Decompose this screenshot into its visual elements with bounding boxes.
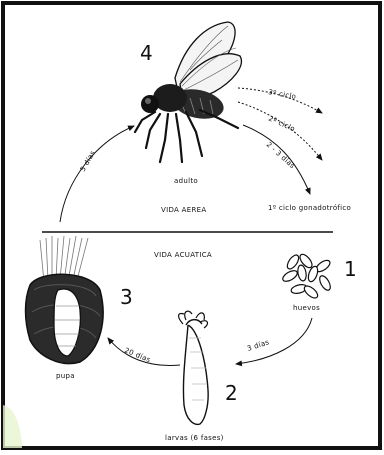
stage-number-larvae: 2 <box>225 381 238 405</box>
stage-number-adult: 4 <box>140 41 153 65</box>
fly-head <box>141 95 159 113</box>
stage-number-pupa: 3 <box>120 285 133 309</box>
first-cycle-label: 1º ciclo gonadotrófico <box>268 204 351 212</box>
zone-label-water: VIDA ACUATICA <box>154 251 212 259</box>
larvae-label: larvas (6 fases) <box>165 434 224 442</box>
zone-label-air: VIDA AEREA <box>161 206 206 214</box>
adult-label: adulto <box>174 177 198 185</box>
pupa-label: pupa <box>56 372 75 380</box>
eggs-label: huevos <box>293 304 320 312</box>
stage-number-eggs: 1 <box>344 257 357 281</box>
